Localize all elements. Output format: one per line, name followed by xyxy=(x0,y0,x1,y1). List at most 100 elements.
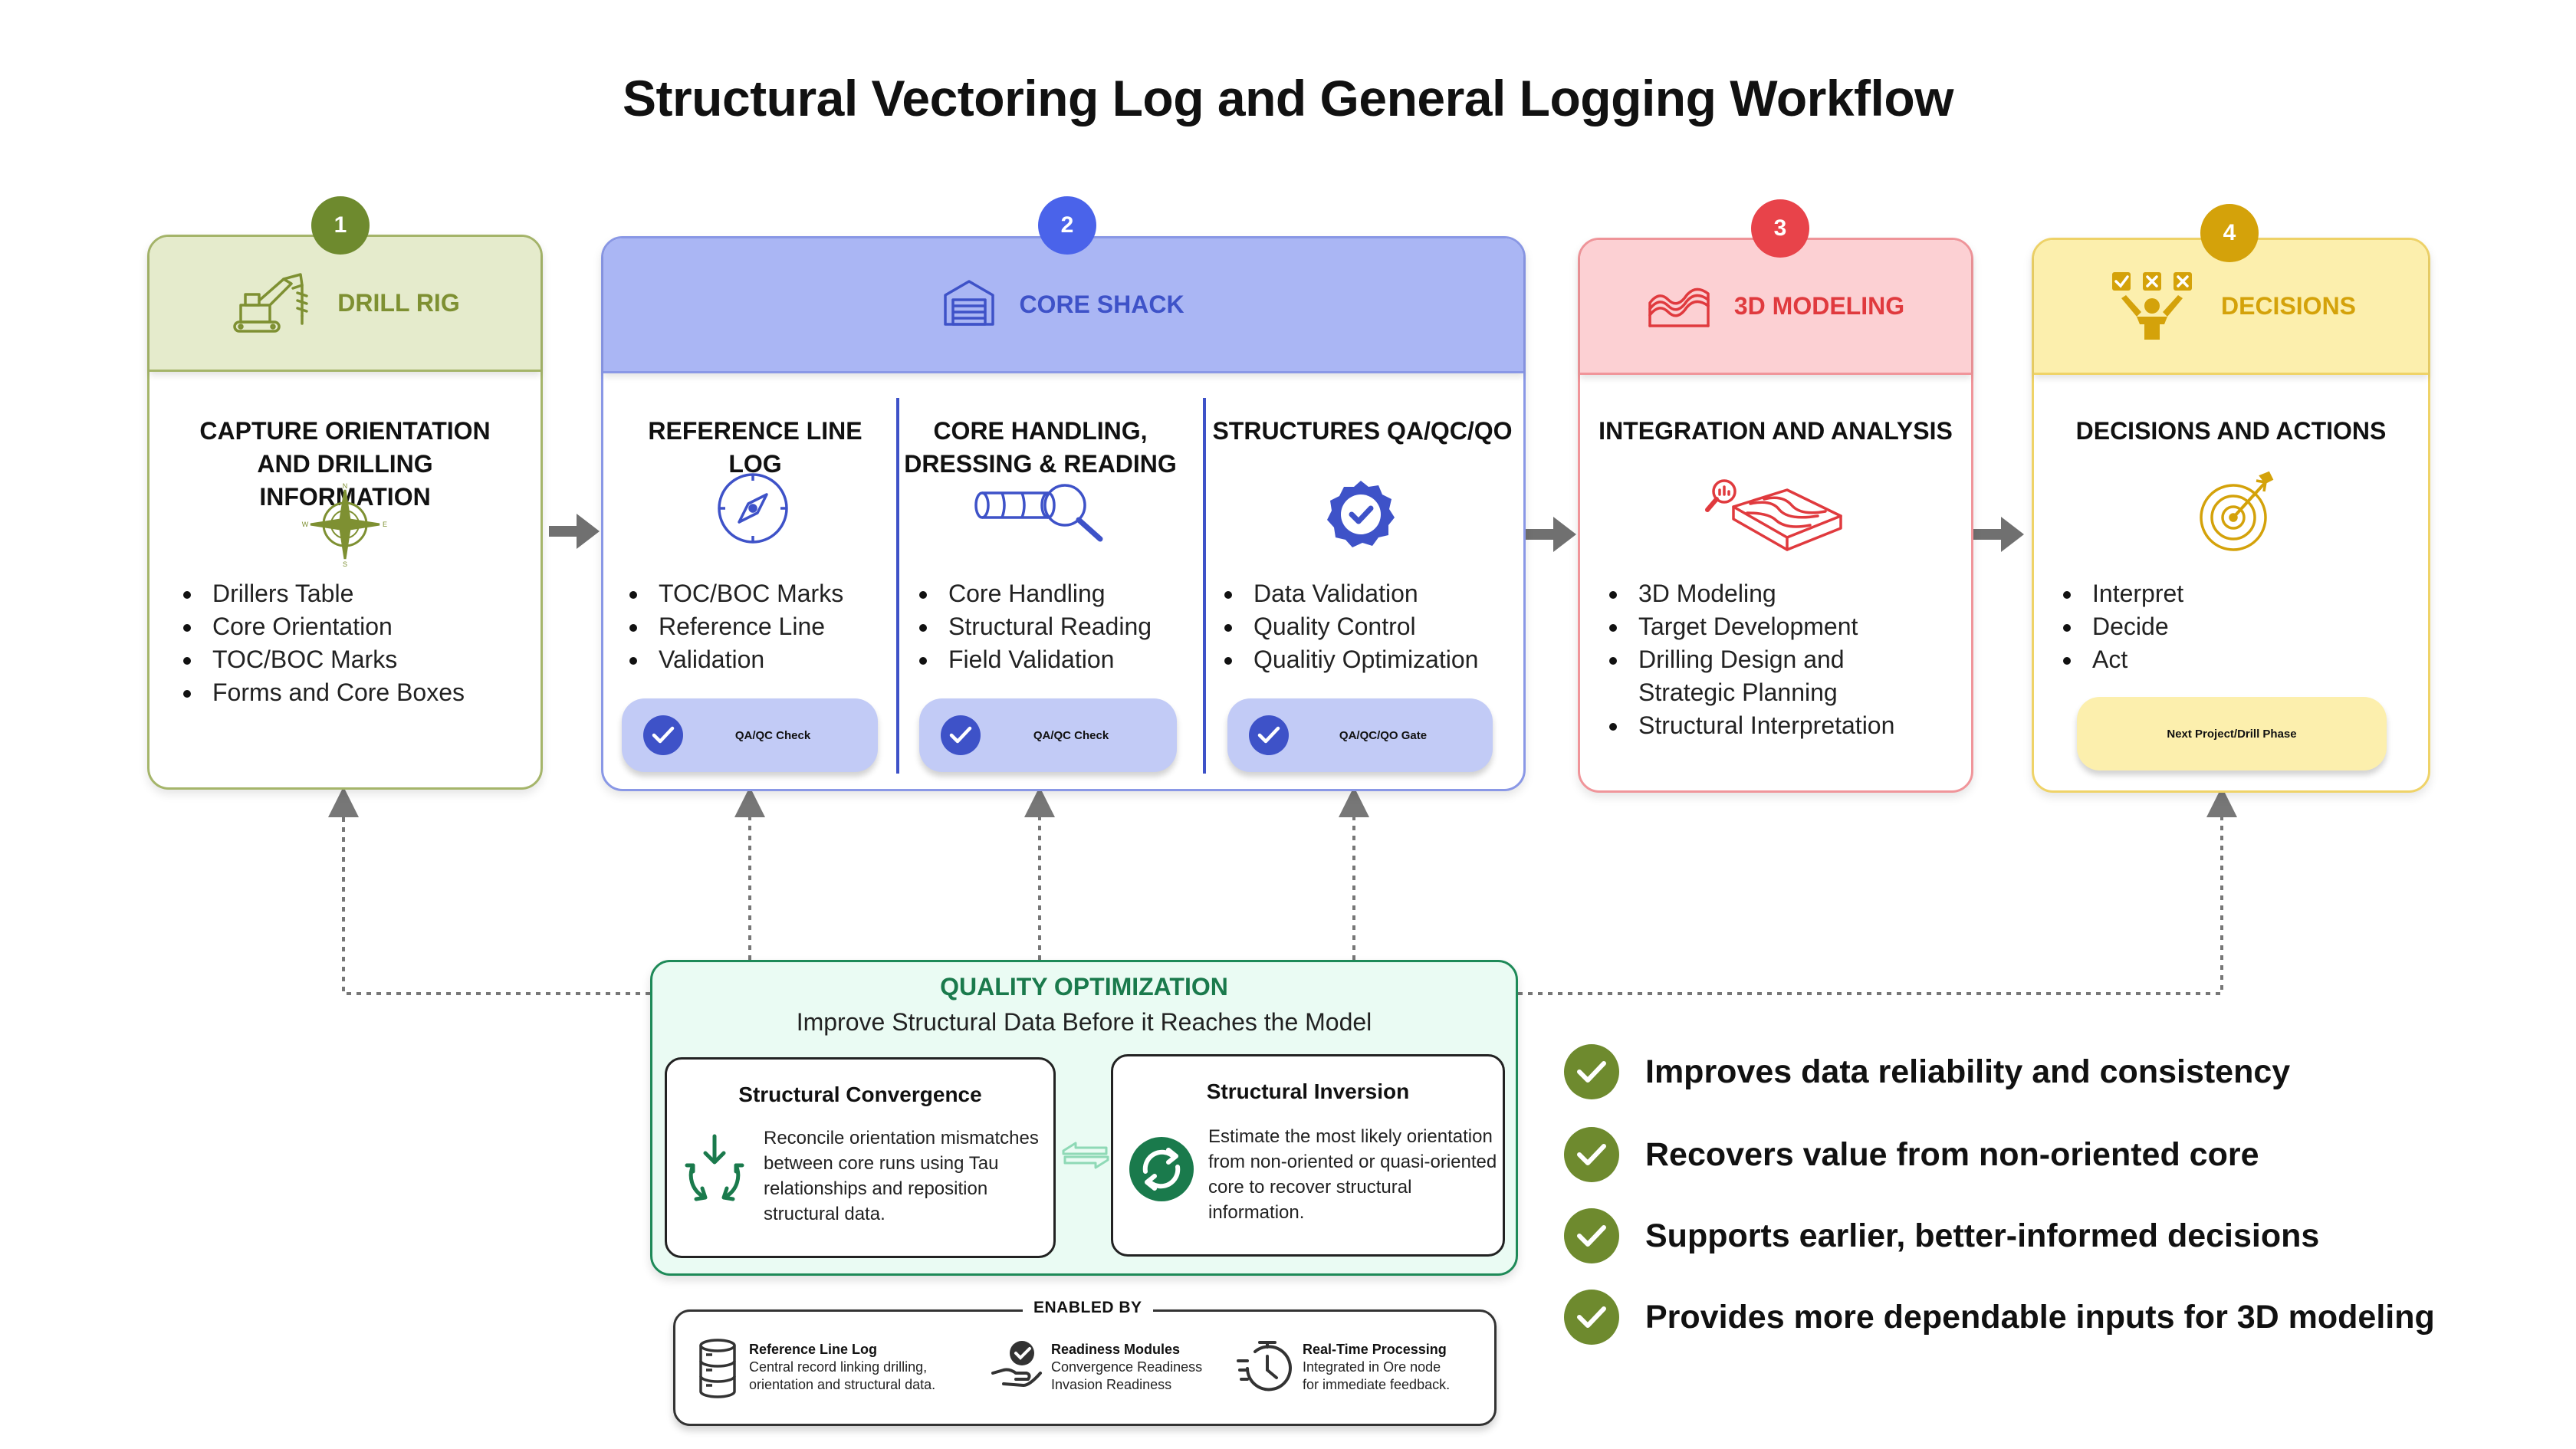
stage-label: CORE SHACK xyxy=(1019,291,1184,318)
section-title: DECISIONS AND ACTIONS xyxy=(2075,417,2387,445)
benefit-text: Recovers value from non-oriented core xyxy=(1645,1135,2259,1173)
section-title: REFERENCE LINE LOG xyxy=(648,417,863,478)
benefit-item: Provides more dependable inputs for 3D m… xyxy=(1564,1290,2435,1345)
stage-items: Data Validation Quality Control Qualitiy… xyxy=(1221,577,1478,676)
stage-header: DRILL RIG xyxy=(150,237,540,372)
stage-decisions: DECISIONS DECISIONS AND ACTIONS Interpre… xyxy=(2032,238,2430,793)
qa-qc-qo-gate-pill[interactable]: QA/QC/QO Gate xyxy=(1227,698,1493,772)
structural-convergence-card[interactable]: Structural Convergence Reconcile orienta… xyxy=(665,1057,1056,1258)
pill-label: QA/QC/QO Gate xyxy=(1339,728,1428,742)
stage-label: 3D MODELING xyxy=(1733,292,1905,320)
stage-items: Core Handling Structural Reading Field V… xyxy=(916,577,1152,676)
compass-icon xyxy=(715,470,791,550)
benefit-text: Supports earlier, better-informed decisi… xyxy=(1645,1217,2320,1254)
flow-arrow-2-3 xyxy=(1526,517,1576,552)
surface-icon xyxy=(1647,280,1711,333)
benefit-text: Provides more dependable inputs for 3D m… xyxy=(1645,1298,2435,1336)
flow-arrow-3-4 xyxy=(1973,517,2024,552)
enabled-item-readiness-modules: Readiness Modules Convergence Readiness … xyxy=(1051,1341,1202,1394)
check-icon xyxy=(941,715,981,755)
qa-qc-check-pill[interactable]: QA/QC Check xyxy=(919,698,1177,772)
clock-history-icon xyxy=(1237,1338,1298,1403)
list-item: Field Validation xyxy=(916,643,1152,676)
check-icon xyxy=(643,715,683,755)
section-divider xyxy=(896,398,899,774)
section-title: INTEGRATION AND ANALYSIS xyxy=(1598,417,1953,445)
compass-south-label: S xyxy=(343,560,347,567)
stage-number-badge: 2 xyxy=(1038,196,1096,255)
compass-west-label: W xyxy=(302,521,309,528)
stage-label: DECISIONS xyxy=(2220,292,2357,320)
target-icon xyxy=(2195,464,2279,560)
list-item: 3D Modeling xyxy=(1606,577,1959,610)
quality-optimization-panel: QUALITY OPTIMIZATION Improve Structural … xyxy=(650,960,1518,1276)
structural-inversion-card[interactable]: Structural Inversion Estimate the most l… xyxy=(1111,1054,1505,1257)
stage-label: DRILL RIG xyxy=(337,289,460,317)
stage-header: CORE SHACK xyxy=(603,238,1523,373)
card-title: Structural Inversion xyxy=(1206,1079,1410,1103)
check-circle-icon xyxy=(1564,1127,1619,1182)
enabled-item-reference-line-log: Reference Line Log Central record linkin… xyxy=(749,1341,935,1394)
compass-rose-icon: N S W E xyxy=(291,482,399,570)
next-phase-button[interactable]: Next Project/Drill Phase xyxy=(2077,697,2387,770)
item-line: for immediate feedback. xyxy=(1303,1377,1451,1392)
list-item: Qualitiy Optimization xyxy=(1221,643,1478,676)
stage-items: Drillers Table Core Orientation TOC/BOC … xyxy=(180,577,465,709)
two-way-arrow-icon xyxy=(1060,1140,1111,1175)
stage-number-badge: 1 xyxy=(311,196,370,255)
pill-label: QA/QC Check xyxy=(734,728,811,742)
item-line: Integrated in Ore node xyxy=(1303,1359,1441,1375)
benefit-text: Improves data reliability and consistenc… xyxy=(1645,1053,2291,1090)
list-item: Data Validation xyxy=(1221,577,1478,610)
page-title: Structural Vectoring Log and General Log… xyxy=(622,70,1954,127)
list-item: Structural Reading xyxy=(916,610,1152,643)
list-item: Decide xyxy=(2060,610,2183,643)
stage-header: DECISIONS xyxy=(2034,240,2428,375)
check-circle-icon xyxy=(1564,1290,1619,1345)
stage-number-badge: 3 xyxy=(1751,199,1809,258)
warehouse-icon xyxy=(942,278,996,331)
database-icon xyxy=(697,1338,738,1403)
card-title: Structural Convergence xyxy=(738,1083,982,1106)
check-circle-icon xyxy=(1564,1208,1619,1263)
item-title: Real-Time Processing xyxy=(1303,1342,1447,1357)
list-item: Reference Line xyxy=(626,610,843,643)
benefit-item: Improves data reliability and consistenc… xyxy=(1564,1044,2290,1099)
enabled-item-real-time-processing: Real-Time Processing Integrated in Ore n… xyxy=(1303,1341,1450,1394)
core-magnifier-icon xyxy=(971,478,1109,547)
enabled-by-panel: Reference Line Log Central record linkin… xyxy=(673,1309,1497,1426)
benefit-item: Recovers value from non-oriented core xyxy=(1564,1127,2259,1182)
list-item: Core Handling xyxy=(916,577,1152,610)
pill-label: Next Project/Drill Phase xyxy=(2167,727,2297,741)
decision-person-icon xyxy=(2106,268,2198,345)
list-item: Forms and Core Boxes xyxy=(180,676,465,709)
card-text: Reconcile orientation mismatches between… xyxy=(764,1128,1039,1224)
excavator-drill-icon xyxy=(230,267,314,340)
list-item: Drillers Table xyxy=(180,577,465,610)
feedback-line-drill xyxy=(328,787,650,995)
item-title: Reference Line Log xyxy=(749,1342,878,1357)
list-item: Act xyxy=(2060,643,2183,676)
section-title: STRUCTURES QA/QC/QO xyxy=(1212,417,1513,445)
list-item: Target Development xyxy=(1606,610,1959,643)
list-item: TOC/BOC Marks xyxy=(626,577,843,610)
item-line: Convergence Readiness xyxy=(1051,1359,1203,1375)
benefit-item: Supports earlier, better-informed decisi… xyxy=(1564,1208,2319,1263)
card-text: Estimate the most likely orientation fro… xyxy=(1208,1126,1497,1223)
convergence-icon xyxy=(679,1132,750,1212)
list-item: Validation xyxy=(626,643,843,676)
list-item: Structural Interpretation xyxy=(1606,709,1959,742)
flow-arrow-1-2 xyxy=(549,514,600,549)
verified-badge-icon xyxy=(1324,478,1398,555)
feedback-line-decisions xyxy=(1518,787,2237,995)
hand-check-icon xyxy=(990,1338,1045,1397)
pill-label: QA/QC Check xyxy=(1033,728,1109,742)
compass-north-label: N xyxy=(343,482,348,490)
compass-east-label: E xyxy=(383,521,387,528)
stage-core-shack: CORE SHACK REFERENCE LINE LOG TOC/BOC Ma… xyxy=(601,236,1526,791)
stage-number-badge: 4 xyxy=(2200,204,2259,262)
check-circle-icon xyxy=(1564,1044,1619,1099)
item-line: orientation and structural data. xyxy=(749,1377,936,1392)
qa-qc-check-pill[interactable]: QA/QC Check xyxy=(622,698,878,772)
stage-3d-modeling: 3D MODELING INTEGRATION AND ANALYSIS 3D … xyxy=(1578,238,1973,793)
